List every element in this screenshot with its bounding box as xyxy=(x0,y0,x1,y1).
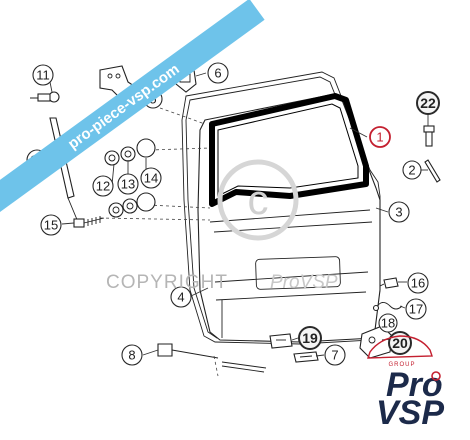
provsp-logo: GROUP Pro VSP xyxy=(367,335,444,432)
strut-ball-joint xyxy=(30,91,60,103)
callout-label: 18 xyxy=(381,316,395,331)
callout-1: 1 xyxy=(369,126,391,148)
dashed-reference-lines xyxy=(99,107,211,221)
svg-text:ProVSP: ProVSP xyxy=(270,272,338,293)
svg-text:COPYRIGHT: COPYRIGHT xyxy=(106,272,228,293)
callout-label: 11 xyxy=(36,68,50,83)
callout-16: 16 xyxy=(407,272,429,294)
callout-label: 17 xyxy=(409,302,423,317)
callout-label: 22 xyxy=(420,95,436,111)
callout-22: 22 xyxy=(416,91,440,115)
callout-label: 15 xyxy=(44,218,58,233)
svg-text:c: c xyxy=(248,176,269,223)
callout-label: 3 xyxy=(395,205,402,220)
callout-13: 13 xyxy=(117,173,139,195)
callout-11: 11 xyxy=(32,64,54,86)
callout-19: 19 xyxy=(298,326,322,350)
callout-label: 13 xyxy=(121,177,135,192)
callout-label: 2 xyxy=(408,163,415,178)
banner-stripe xyxy=(0,0,265,214)
rubber-bumpers xyxy=(104,138,156,218)
callout-label: 1 xyxy=(376,130,383,145)
logo-vsp-text: VSP xyxy=(376,394,444,432)
release-rod xyxy=(157,343,267,377)
callout-label: 4 xyxy=(177,290,184,305)
locating-pin xyxy=(424,159,441,183)
callout-2: 2 xyxy=(402,160,422,180)
callout-label: 19 xyxy=(302,330,318,346)
callout-6: 6 xyxy=(207,62,229,84)
copyright-circle-watermark: c xyxy=(217,159,299,241)
wiring-connector xyxy=(372,302,403,312)
callout-label: 12 xyxy=(96,179,110,194)
callout-4: 4 xyxy=(170,286,192,308)
callout-18: 18 xyxy=(378,313,398,333)
callout-7: 7 xyxy=(324,344,346,366)
logo-car-icon xyxy=(367,335,433,359)
callout-label: 6 xyxy=(214,66,221,81)
tailgate-switch xyxy=(379,277,399,289)
callout-8: 8 xyxy=(121,344,143,366)
callout-label: 7 xyxy=(331,348,338,363)
strut-bolt xyxy=(73,216,105,228)
tailgate-latch xyxy=(269,333,293,349)
hinge-bolt xyxy=(423,125,435,147)
callout-label: 14 xyxy=(144,171,158,186)
callout-15: 15 xyxy=(40,214,62,236)
callout-label: 20 xyxy=(392,335,408,351)
callout-17: 17 xyxy=(405,298,427,320)
callout-label: 16 xyxy=(411,276,425,291)
callout-14: 14 xyxy=(140,167,162,189)
leader-lines xyxy=(47,72,429,357)
copyright-watermark: COPYRIGHT ProVSP xyxy=(106,272,338,293)
callout-12: 12 xyxy=(92,175,114,197)
logo-group-tag: GROUP xyxy=(388,362,415,368)
callout-3: 3 xyxy=(388,201,410,223)
latch-striker xyxy=(293,351,319,363)
callout-label: 8 xyxy=(128,348,135,363)
logo-accent-dot xyxy=(431,371,441,381)
